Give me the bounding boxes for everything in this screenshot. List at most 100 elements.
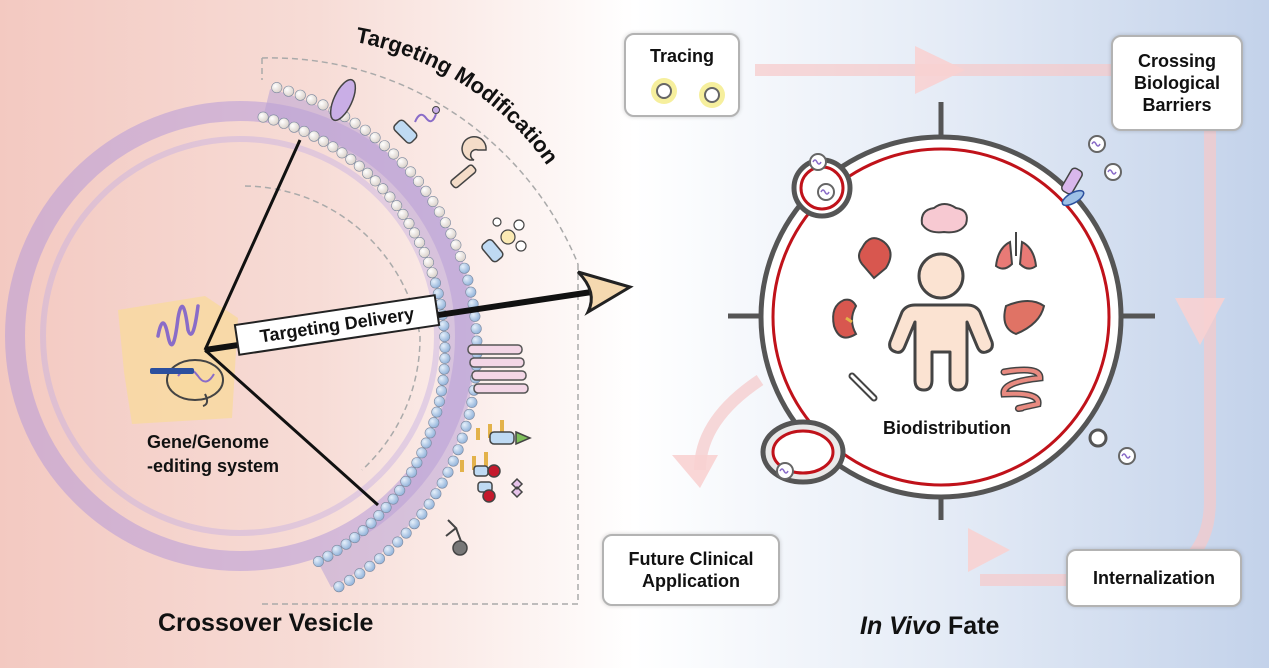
lipid-head [365, 517, 377, 529]
human-figure-icon [888, 252, 994, 392]
lipid-head [343, 574, 355, 586]
lipid-head [387, 493, 399, 505]
lipid-head [420, 437, 432, 449]
lipid-head [388, 148, 400, 160]
small-pit [1088, 428, 1108, 448]
traced-vesicle-icon [656, 83, 672, 99]
lipid-head [396, 157, 408, 169]
lipid-head [435, 385, 447, 397]
lipid-head [458, 262, 470, 274]
lipid-head [392, 536, 404, 548]
lipid-head [354, 568, 366, 580]
lipid-head [312, 555, 324, 567]
vesicle-icon [1088, 135, 1106, 153]
lungs-icon [994, 232, 1038, 270]
traced-vesicle-icon [704, 87, 720, 103]
cycle-arrowheads [672, 46, 1225, 572]
lipid-head [322, 550, 334, 562]
lipid-head [439, 331, 451, 343]
lipid-head [431, 406, 443, 418]
lipid-head [411, 457, 423, 469]
vesicle-icon [1104, 163, 1122, 181]
future-clinical-box: Future Clinical Application [602, 534, 780, 606]
lipid-head [418, 246, 430, 258]
extracellular-vesicles [776, 135, 1136, 480]
lipid-head [391, 200, 403, 212]
right-title-rest: Fate [941, 612, 1000, 640]
cas-protein-icon [150, 359, 224, 407]
lipid-head [336, 147, 348, 159]
right-title-italic: In Vivo [860, 612, 942, 640]
lipid-bilayer [257, 82, 483, 593]
lipid-head [427, 196, 439, 208]
lipid-head [438, 363, 450, 375]
lipid-head [317, 135, 329, 147]
vesicle-icon [817, 183, 835, 201]
lipid-head [454, 251, 466, 263]
lipid-head [353, 160, 365, 172]
membrane-modifications [329, 78, 532, 556]
lipid-head [437, 374, 449, 386]
lipid-head [357, 525, 369, 537]
liver-icon [1003, 300, 1046, 336]
lipid-head [397, 208, 409, 220]
lipid-head [383, 544, 395, 556]
tracing-label: Tracing [649, 46, 715, 66]
crossing-line3: Barriers [1142, 95, 1212, 115]
kidney-icon [832, 298, 858, 339]
lipid-head [333, 581, 345, 593]
lipid-head [400, 475, 412, 487]
endocytosis-pocket-bottom [760, 419, 846, 485]
lipid-head [373, 509, 385, 521]
lipid-head [400, 527, 412, 539]
glycan-ligand-icon [481, 217, 527, 263]
lipid-head [460, 420, 472, 432]
crossing-barriers-box: Crossing Biological Barriers [1111, 35, 1243, 131]
lipid-head [439, 217, 451, 229]
lipid-head [447, 455, 459, 467]
lipid-head [439, 341, 451, 353]
lipid-head [465, 286, 477, 298]
lipid-head [430, 488, 442, 500]
brain-icon [920, 203, 968, 234]
internalization-box: Internalization [1066, 549, 1242, 607]
lipid-tails [263, 88, 474, 588]
lipid-head [331, 544, 343, 556]
tracing-box: Tracing [624, 33, 740, 117]
cargo-label-line2: -editing system [147, 456, 280, 476]
lipid-head [271, 82, 283, 94]
channel-protein-icon [1061, 167, 1085, 207]
cargo-label-line1: Gene/Genome [147, 432, 270, 452]
lipid-head [416, 447, 428, 459]
lipid-head [406, 466, 418, 478]
rna-icon [156, 304, 200, 347]
lipid-head [340, 538, 352, 550]
lipid-head [405, 166, 417, 178]
lipid-head [369, 132, 381, 144]
lipid-head [470, 323, 482, 335]
lipid-head [456, 432, 468, 444]
intestine-icon [1000, 366, 1044, 412]
cargo-label: Gene/Genome -editing system [147, 430, 279, 478]
transmembrane-protein-icon [467, 344, 529, 394]
lipid-head [359, 124, 371, 136]
lipid-head [327, 141, 339, 153]
lipid-head [294, 89, 306, 101]
lipid-head [364, 560, 376, 572]
left-panel-title: Crossover Vesicle [158, 609, 374, 637]
lipid-head [257, 111, 269, 123]
lipid-head [416, 508, 428, 520]
crossing-line1: Crossing [1137, 51, 1216, 71]
bone-icon [848, 372, 878, 402]
heart-icon [858, 237, 892, 280]
protein-ellipse-icon [329, 78, 357, 122]
lipid-head [450, 239, 462, 251]
lipid-head [420, 185, 432, 197]
vesicle-icon [776, 462, 794, 480]
crossing-line2: Biological [1133, 73, 1220, 93]
lipid-head [408, 227, 420, 239]
lipid-head [373, 553, 385, 565]
lipid-head [428, 417, 440, 429]
delivery-label-box [233, 294, 441, 356]
lipid-head [433, 206, 445, 218]
